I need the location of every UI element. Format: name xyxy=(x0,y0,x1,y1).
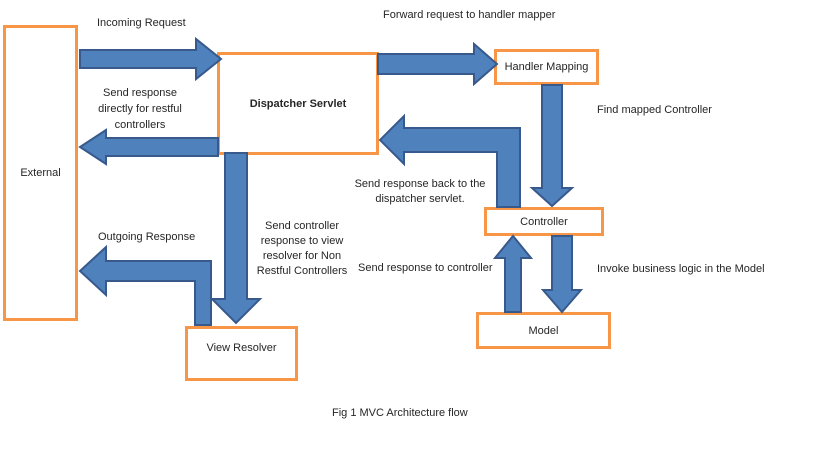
node-view-resolver-label: View Resolver xyxy=(206,341,277,354)
arrow-dispatcher-to-view-resolver xyxy=(209,152,263,325)
arrow-send-response-back xyxy=(378,113,521,208)
edge-label-send-controller-response: Send controller response to view resolve… xyxy=(256,220,348,277)
node-handler-mapping: Handler Mapping xyxy=(494,49,599,85)
arrow-send-response-directly xyxy=(78,128,219,166)
arrow-incoming-request xyxy=(79,36,223,82)
node-external: External xyxy=(3,25,78,321)
node-handler-mapping-label: Handler Mapping xyxy=(504,61,589,73)
arrow-forward-request xyxy=(377,41,499,87)
node-external-label: External xyxy=(20,167,61,179)
arrow-send-response-to-controller xyxy=(492,234,534,313)
edge-label-incoming-request: Incoming Request xyxy=(97,17,186,29)
node-dispatcher-servlet: Dispatcher Servlet xyxy=(217,52,379,155)
node-controller: Controller xyxy=(484,207,604,236)
node-dispatcher-servlet-label: Dispatcher Servlet xyxy=(249,97,347,110)
edge-label-send-response-back: Send response back to the dispatcher ser… xyxy=(354,178,486,205)
arrow-find-mapped-controller xyxy=(529,84,575,208)
edge-label-outgoing-response: Outgoing Response xyxy=(98,231,196,243)
node-model: Model xyxy=(476,312,611,349)
edge-label-send-response-to-controller: Send response to controller xyxy=(358,262,493,274)
node-model-label: Model xyxy=(528,324,559,337)
arrow-invoke-business-logic xyxy=(540,235,584,314)
node-view-resolver: View Resolver xyxy=(185,326,298,381)
node-controller-label: Controller xyxy=(520,215,568,228)
edge-label-forward-request: Forward request to handler mapper xyxy=(383,9,556,21)
edge-label-send-response-directly: Send response directly for restful contr… xyxy=(98,87,182,131)
arrow-outgoing-response xyxy=(78,244,212,326)
edge-label-invoke-business-logic: Invoke business logic in the Model xyxy=(597,263,765,275)
edge-label-find-mapped-controller: Find mapped Controller xyxy=(597,104,712,116)
diagram-caption: Fig 1 MVC Architecture flow xyxy=(332,407,468,419)
